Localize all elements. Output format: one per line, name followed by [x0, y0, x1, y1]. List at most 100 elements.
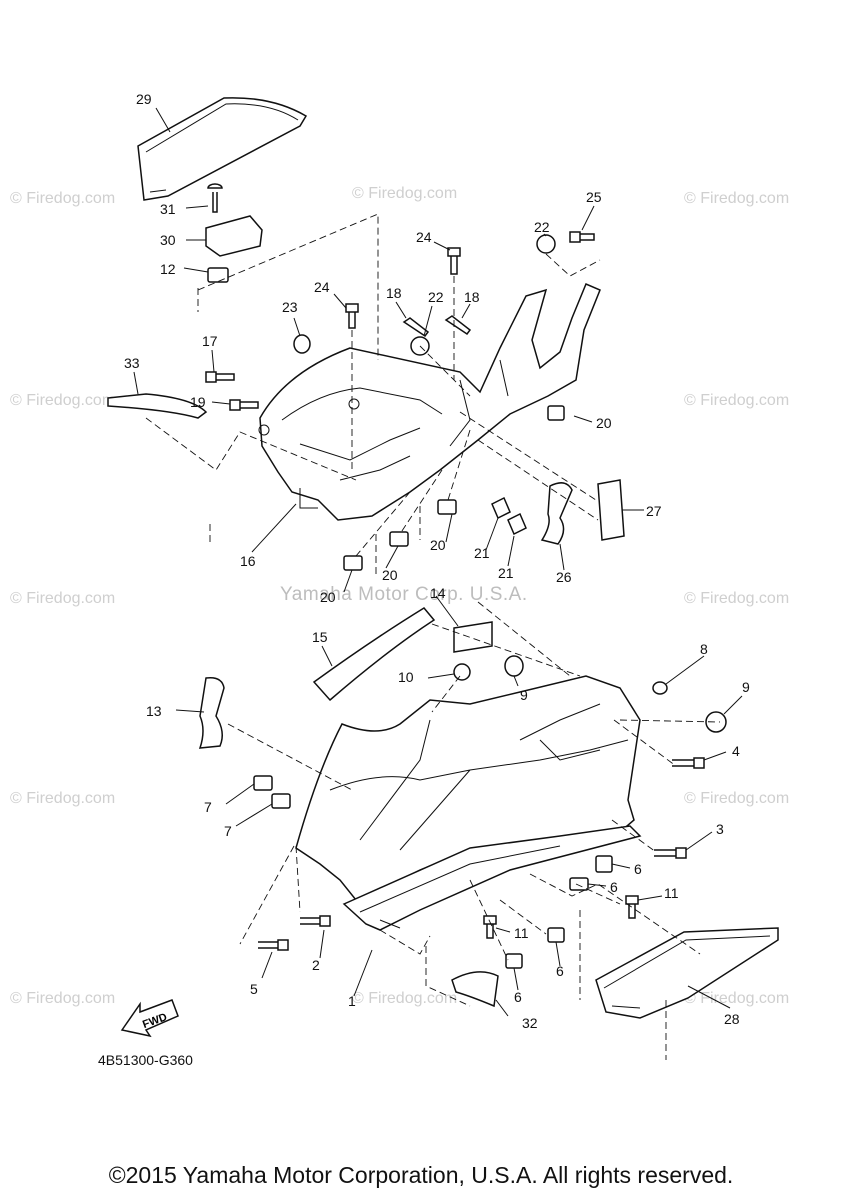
watermark: © Firedog.com [684, 392, 790, 409]
assembly-line [355, 411, 599, 557]
watermark: © Firedog.com [10, 190, 116, 207]
part-7-clip [253, 775, 273, 791]
part-10-grommet [453, 663, 471, 681]
callout-6: 6 [610, 879, 618, 895]
part-24-bolt [345, 303, 359, 329]
callout-31: 31 [160, 201, 176, 217]
callout-23: 23 [282, 299, 298, 315]
part-25-bolt [569, 231, 595, 243]
part-29-cover [137, 97, 308, 201]
copyright-notice: ©2015 Yamaha Motor Corporation, U.S.A. A… [108, 1162, 734, 1188]
part-20-clip [437, 499, 457, 515]
callout-13: 13 [146, 703, 162, 719]
part-9-grommet [504, 655, 524, 677]
callout-20: 20 [430, 537, 446, 553]
part-16-inner [281, 359, 509, 509]
part-24-bolt [447, 247, 461, 275]
callout-1: 1 [348, 993, 356, 1009]
part-21-clip [491, 496, 511, 520]
callout-22: 22 [428, 289, 444, 305]
watermark: © Firedog.com [10, 392, 116, 409]
callout-10: 10 [398, 669, 414, 685]
watermark: © Firedog.com [684, 990, 790, 1007]
callout-12: 12 [160, 261, 176, 277]
part-1-floor-edge [359, 845, 561, 929]
watermark: © Firedog.com [684, 190, 790, 207]
part-7-clip [271, 793, 291, 809]
assembly-line [209, 506, 421, 578]
watermark: © Firedog.com [10, 990, 116, 1007]
callout-19: 19 [190, 394, 206, 410]
callout-29: 29 [136, 91, 152, 107]
part-3-screw [654, 847, 687, 859]
callout-7: 7 [224, 823, 232, 839]
callout-18: 18 [464, 289, 480, 305]
part-32-strip [451, 971, 499, 1008]
part-16-body [259, 283, 601, 521]
part-19-screw [229, 399, 259, 411]
part-14-pad [453, 621, 493, 653]
part-1-floor [342, 825, 642, 931]
part-11-bolt [625, 895, 639, 919]
callout-21: 21 [474, 545, 490, 561]
callout-33: 33 [124, 355, 140, 371]
part-28-rim [603, 935, 771, 1009]
part-18-screw [402, 317, 430, 338]
part-6-clip [569, 877, 589, 891]
part-30-bracket [205, 215, 263, 257]
part-28-cover [595, 927, 779, 1019]
part-13-damper [198, 676, 225, 749]
diagram-code: 4B51300-G360 [98, 1052, 193, 1068]
part-2-screw [300, 915, 331, 927]
part-27-pad [597, 479, 625, 541]
assembly-line [469, 879, 621, 961]
part-6-clip [505, 953, 523, 969]
part-21-clip [507, 512, 527, 536]
watermark: © Firedog.com [10, 590, 116, 607]
callout-3: 3 [716, 821, 724, 837]
part-8-washer [652, 681, 668, 695]
callout-11: 11 [664, 885, 679, 901]
callout-27: 27 [646, 503, 662, 519]
part-11-bolt [483, 915, 497, 939]
callout-8: 8 [700, 641, 708, 657]
callout-20: 20 [596, 415, 612, 431]
leader-lines [133, 107, 743, 1017]
part-26-damper [540, 482, 573, 545]
assembly-line [425, 910, 667, 1060]
watermark: © Firedog.com [352, 990, 458, 1007]
part-22-grommet [536, 234, 556, 254]
part-1-inner [329, 703, 629, 851]
callout-7: 7 [204, 799, 212, 815]
part-15-strip [312, 607, 436, 702]
callout-15: 15 [312, 629, 328, 645]
part-4-screw [672, 757, 705, 769]
callout-2: 2 [312, 957, 320, 973]
part-9-grommet [705, 711, 727, 733]
callout-25: 25 [586, 189, 602, 205]
assembly-line [379, 873, 701, 955]
assembly-line [227, 723, 353, 945]
part-29-rim [145, 103, 299, 193]
callout-5: 5 [250, 981, 258, 997]
callout-21: 21 [498, 565, 514, 581]
part-17-screw [205, 371, 235, 383]
parts-diagram: FWD [107, 91, 779, 1060]
callout-11: 11 [514, 925, 529, 941]
part-6-clip [595, 855, 613, 873]
callout-26: 26 [556, 569, 572, 585]
callout-20: 20 [320, 589, 336, 605]
part-33-strip [107, 393, 208, 419]
part-31-screw [207, 183, 223, 213]
part-12-nut [207, 267, 229, 283]
part-5-screw [258, 939, 289, 951]
assembly-line [197, 213, 379, 360]
callout-24: 24 [416, 229, 432, 245]
callout-6: 6 [634, 861, 642, 877]
callout-22: 22 [534, 219, 550, 235]
part-6-clip [547, 927, 565, 943]
callout-24: 24 [314, 279, 330, 295]
callout-20: 20 [382, 567, 398, 583]
callout-28: 28 [724, 1011, 740, 1027]
watermark: © Firedog.com [684, 590, 790, 607]
